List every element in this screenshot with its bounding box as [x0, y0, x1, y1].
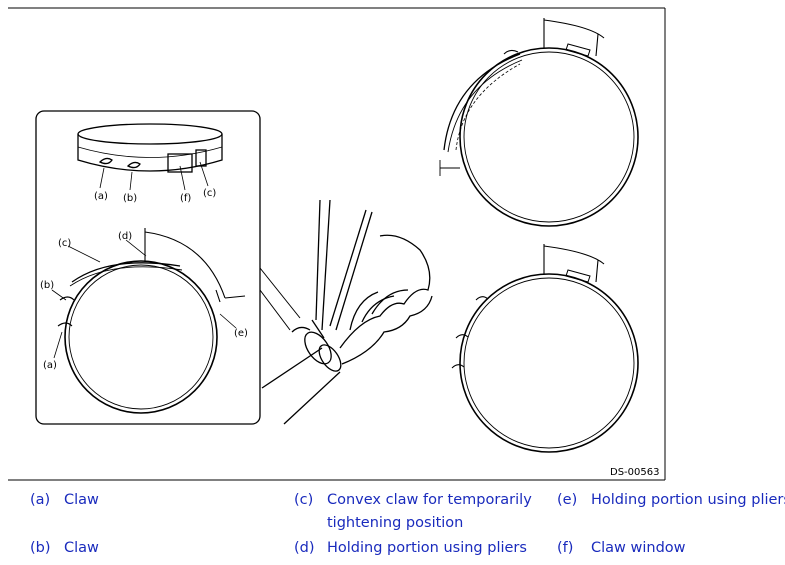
figure-code: DS-00563: [610, 467, 659, 478]
legend: (a) Claw (b) Claw (c) Convex claw for te…: [0, 482, 785, 565]
legend-text: Holding portion using pliers: [591, 492, 785, 508]
legend-text-line2: tightening position: [327, 515, 464, 531]
shaft-and-boot: [261, 199, 433, 425]
inset-label-b: (b): [40, 280, 54, 291]
clamp-band-perspective: [77, 123, 223, 173]
band-label-c: (c): [203, 188, 216, 199]
legend-key: (f): [557, 540, 574, 556]
diagram-figure: (a) (b) (f) (c) (c) (d) (b) (a) (e): [8, 7, 666, 481]
legend-key: (e): [557, 492, 578, 508]
clamp-ring-before: [439, 18, 639, 227]
inset-label-a: (a): [43, 360, 57, 371]
legend-text: Holding portion using pliers: [327, 540, 527, 556]
inset-label-e: (e): [234, 328, 248, 339]
band-label-b: (b): [123, 193, 137, 204]
callout-line-bottom: [259, 289, 291, 331]
legend-key: (b): [30, 540, 51, 556]
inset-label-c: (c): [58, 238, 71, 249]
legend-key: (d): [294, 540, 315, 556]
legend-key: (a): [30, 492, 51, 508]
legend-text: Convex claw for temporarily: [327, 492, 532, 508]
inset-label-d: (d): [118, 231, 132, 242]
callout-line-top: [259, 267, 301, 319]
inset-clamp-ring: [57, 228, 246, 414]
band-label-a: (a): [94, 191, 108, 202]
band-label-f: (f): [180, 193, 191, 204]
band-leader-lines: [99, 161, 209, 191]
legend-text: Claw window: [591, 540, 686, 556]
legend-text: Claw: [64, 540, 99, 556]
clamp-ring-after: [451, 244, 639, 453]
legend-text: Claw: [64, 492, 99, 508]
inset-box: [35, 110, 261, 425]
inset-leader-lines: [51, 239, 237, 359]
legend-key: (c): [294, 492, 314, 508]
